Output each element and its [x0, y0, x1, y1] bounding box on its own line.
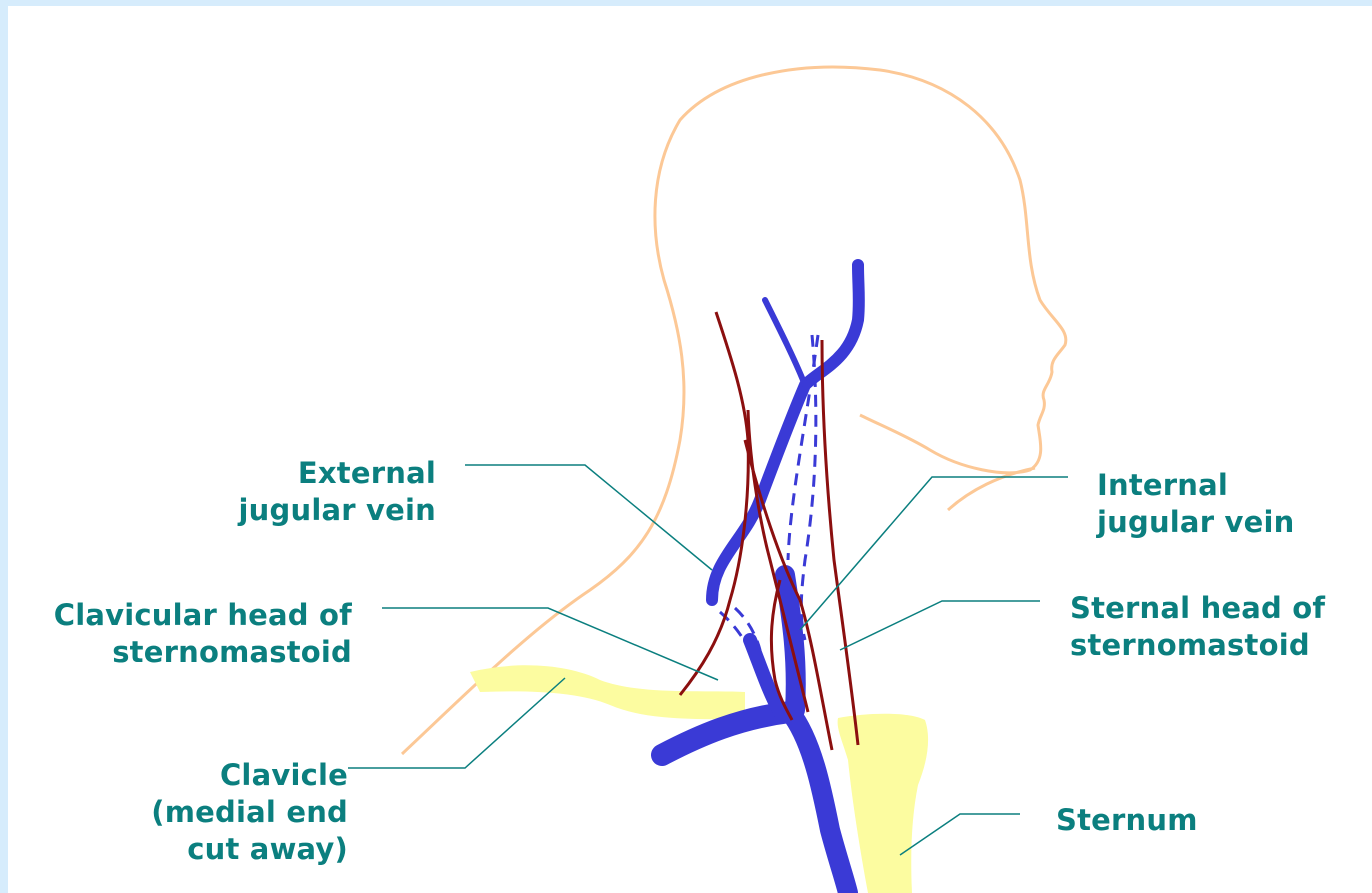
subclavian-vein	[662, 712, 790, 755]
label-line: Internal	[1097, 467, 1294, 504]
label-line: jugular vein	[220, 492, 436, 529]
label-sternum: Sternum	[1056, 802, 1198, 839]
label-line: Clavicular head of	[30, 597, 352, 634]
label-line: Sternum	[1056, 802, 1198, 839]
label-line: Clavicle	[100, 757, 348, 794]
label-external-jugular-vein: External jugular vein	[220, 455, 436, 529]
label-clavicular-head: Clavicular head of sternomastoid	[30, 597, 352, 671]
leader-lines	[348, 465, 1068, 855]
label-line: sternomastoid	[1070, 627, 1325, 664]
leader-sternum	[900, 814, 1020, 855]
sternum	[838, 714, 928, 893]
label-sternal-head: Sternal head of sternomastoid	[1070, 590, 1325, 664]
label-clavicle: Clavicle (medial end cut away)	[100, 757, 348, 868]
veins	[662, 265, 859, 893]
label-internal-jugular-vein: Internal jugular vein	[1097, 467, 1294, 541]
label-line: External	[220, 455, 436, 492]
label-line: cut away)	[100, 831, 348, 868]
label-line: (medial end	[100, 794, 348, 831]
external-jugular-vein	[712, 265, 859, 600]
label-line: sternomastoid	[30, 634, 352, 671]
label-line: Sternal head of	[1070, 590, 1325, 627]
label-line: jugular vein	[1097, 504, 1294, 541]
external-jugular-branch	[765, 300, 805, 385]
leader-external-jugular	[465, 465, 712, 570]
head-outline	[402, 67, 1066, 754]
leader-sternal-head	[840, 601, 1040, 650]
brachiocephalic-vein	[790, 712, 848, 893]
